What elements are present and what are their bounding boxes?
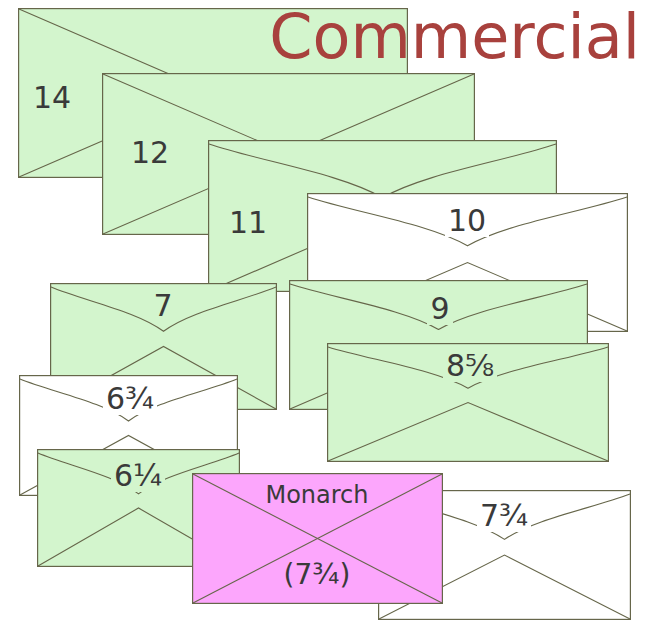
envelope-flap (328, 347, 608, 388)
envelope-body (328, 344, 609, 462)
size-note: (7¾) (281, 560, 354, 591)
size-label: 12 (128, 136, 172, 169)
size-label: 11 (226, 206, 270, 239)
envelope-flap (290, 284, 587, 329)
envelope: 8⅝ (327, 343, 609, 462)
envelope: Monarch (7¾) (192, 473, 443, 604)
diagram-title: Commercial (269, 6, 640, 68)
size-label: 10 (445, 204, 489, 237)
envelope-flap (51, 287, 276, 331)
envelope-flap (328, 403, 608, 462)
envelope-flap (193, 474, 442, 603)
envelope-flap (379, 494, 630, 539)
envelope-flap (193, 474, 442, 603)
envelope-flap (20, 379, 237, 421)
size-label: 7¾ (477, 499, 531, 532)
size-label: 6¼ (111, 459, 165, 492)
size-label: 14 (30, 81, 74, 114)
envelope-body (193, 474, 443, 604)
size-label: 8⅝ (443, 349, 497, 382)
size-label: 9 (427, 292, 452, 325)
size-label: 6¾ (103, 382, 157, 415)
envelope-flap (308, 197, 627, 246)
envelope-flap (209, 144, 556, 198)
size-label: 7 (150, 289, 175, 322)
envelope-flap (379, 555, 630, 619)
envelope-body (379, 491, 631, 620)
size-label: Monarch (262, 482, 371, 508)
